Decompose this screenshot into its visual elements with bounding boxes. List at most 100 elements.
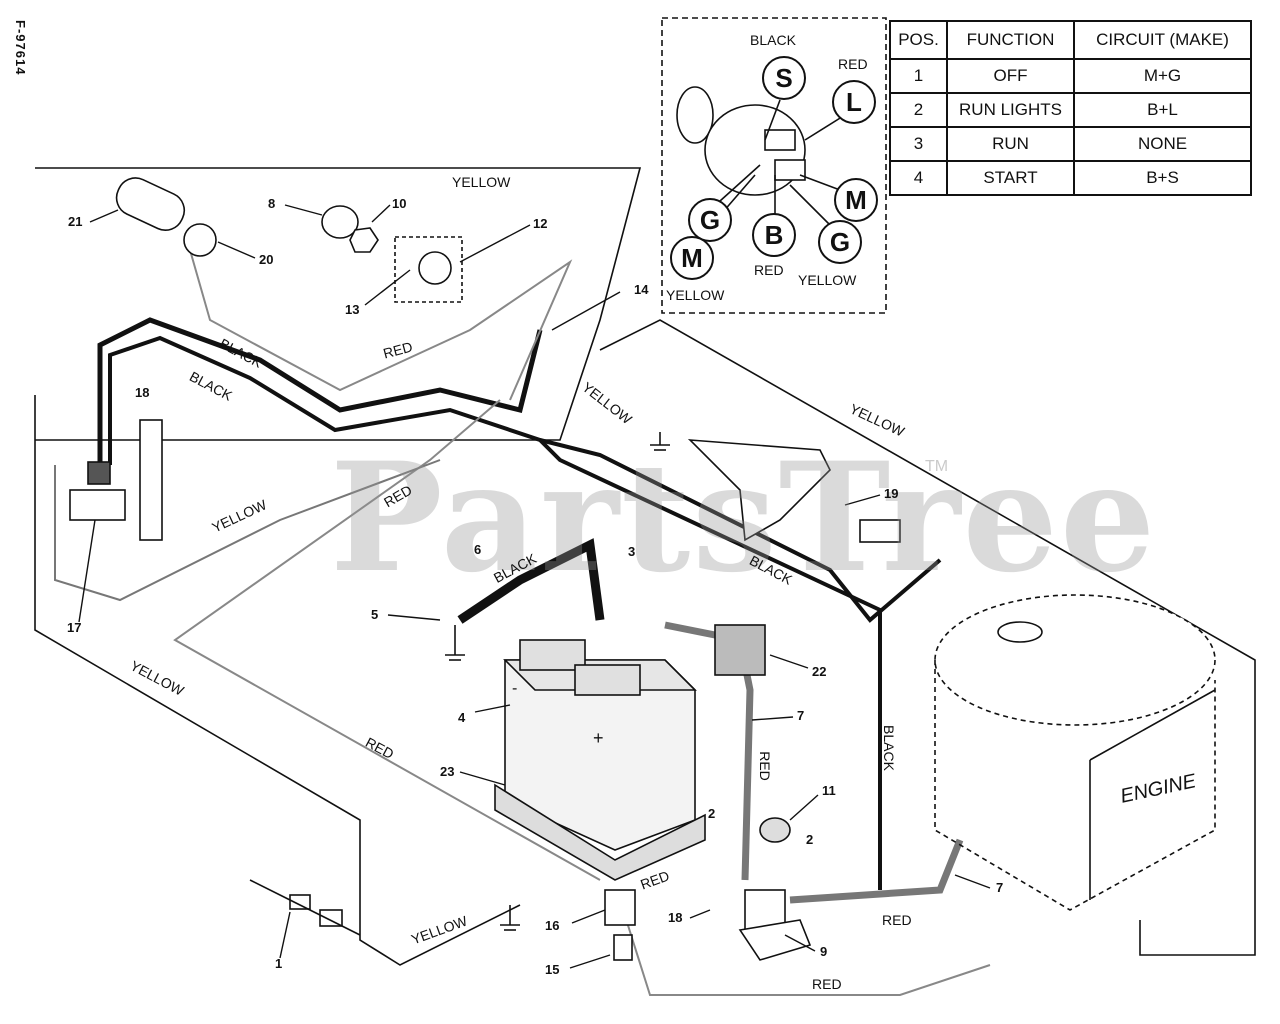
part-number-2-right: 2 — [806, 832, 814, 847]
table-row: 1 OFF M+G — [889, 58, 1252, 94]
wire-label-red-solenoid: RED — [882, 912, 912, 928]
connector-22 — [714, 624, 766, 676]
row-pos: 1 — [889, 58, 948, 94]
terminal-b: B — [752, 213, 796, 257]
nut-8 — [321, 205, 359, 239]
red-wire-upper — [189, 249, 573, 401]
terminal-g-left: G — [688, 198, 732, 242]
red-wire-center — [173, 399, 601, 881]
switch-wire-black: BLACK — [750, 32, 796, 48]
part-number-12: 12 — [533, 216, 548, 231]
red-wire-bottom — [619, 899, 991, 996]
upper-panel-outline — [35, 167, 642, 441]
terminal-m-right: M — [834, 178, 878, 222]
part-number-10: 10 — [392, 196, 407, 211]
terminal-m-left: M — [670, 236, 714, 280]
part-number-3: 3 — [628, 544, 636, 559]
part-number-18-upper: 18 — [135, 385, 150, 400]
switch-wire-red-bottom: RED — [754, 262, 784, 278]
watermark-trademark: TM — [925, 458, 949, 475]
switch-wire-yellow-left: YELLOW — [666, 287, 725, 303]
black-wire-1 — [97, 317, 543, 465]
harness-1 — [249, 879, 361, 936]
switch-detail-inset — [394, 236, 463, 303]
header-circuit: CIRCUIT (MAKE) — [1073, 20, 1252, 60]
engine-drawing — [934, 594, 1216, 911]
plug-19 — [859, 519, 901, 543]
ignition-switch-large — [676, 86, 846, 251]
switch-position-table: POS. FUNCTION CIRCUIT (MAKE) 1 OFF M+G 2… — [889, 20, 1252, 196]
row-function: OFF — [946, 58, 1075, 94]
part-number-20: 20 — [259, 252, 274, 267]
wire-label-black-engine: BLACK — [880, 725, 897, 771]
row-circuit: B+L — [1073, 92, 1252, 128]
part-number-13: 13 — [345, 302, 360, 317]
part-number-6: 6 — [474, 542, 482, 557]
table-header-row: POS. FUNCTION CIRCUIT (MAKE) — [889, 20, 1252, 60]
battery-drawing — [494, 639, 706, 881]
part-number-9: 9 — [820, 944, 828, 959]
connector-17 — [87, 461, 111, 485]
part-number-1: 1 — [275, 956, 283, 971]
part-number-11: 11 — [822, 783, 836, 798]
table-row: 3 RUN NONE — [889, 126, 1252, 162]
fuse-15 — [613, 934, 633, 961]
part-number-5: 5 — [371, 607, 379, 622]
solenoid-9 — [738, 889, 812, 961]
yellow-lower-left-wire — [54, 459, 441, 602]
part-number-2-left: 2 — [708, 806, 716, 821]
part-number-16: 16 — [545, 918, 560, 933]
nut-10 — [349, 227, 379, 253]
part-number-19: 19 — [884, 486, 899, 501]
battery-negative-sign: - — [512, 680, 518, 697]
black-harness — [539, 438, 942, 623]
wire-label-red-bottom: RED — [812, 976, 842, 992]
row-function: START — [946, 160, 1075, 196]
header-function: FUNCTION — [946, 20, 1075, 60]
table-row: 2 RUN LIGHTS B+L — [889, 92, 1252, 128]
headlight-21 — [115, 177, 186, 231]
terminal-s: S — [762, 56, 806, 100]
left-yellow-wire — [34, 395, 521, 966]
row-pos: 2 — [889, 92, 948, 128]
part-number-7-lower: 7 — [996, 880, 1004, 895]
row-circuit: M+G — [1073, 58, 1252, 94]
part-number-8: 8 — [268, 196, 276, 211]
part-number-18-lower: 18 — [668, 910, 683, 925]
cap-11 — [759, 817, 791, 843]
key-switch-small — [418, 251, 452, 285]
part-number-7-upper: 7 — [797, 708, 805, 723]
black-wire-2 — [108, 335, 882, 890]
fuse-holder-16 — [604, 889, 636, 926]
battery-negative-cable — [457, 538, 605, 624]
leader-lines — [78, 204, 991, 969]
row-function: RUN LIGHTS — [946, 92, 1075, 128]
part-number-22: 22 — [812, 664, 827, 679]
part-number-23: 23 — [440, 764, 455, 779]
lamp-socket-20 — [183, 223, 217, 257]
engine-cable — [789, 838, 964, 904]
harness-connector-a — [289, 894, 311, 910]
terminal-l: L — [832, 80, 876, 124]
part-number-4: 4 — [458, 710, 466, 725]
row-pos: 4 — [889, 160, 948, 196]
interlock-switch-17 — [69, 489, 126, 521]
part-number-15: 15 — [545, 962, 560, 977]
part-number-14: 14 — [634, 282, 649, 297]
row-circuit: NONE — [1073, 126, 1252, 162]
row-circuit: B+S — [1073, 160, 1252, 196]
battery-positive-sign: + — [593, 728, 604, 748]
harness-connector-b — [319, 909, 343, 927]
ground-symbols — [445, 432, 670, 931]
row-function: RUN — [946, 126, 1075, 162]
part-number-17: 17 — [67, 620, 82, 635]
row-pos: 3 — [889, 126, 948, 162]
bracket — [687, 439, 831, 542]
part-number-21: 21 — [68, 214, 83, 229]
wire-label-red-cable: RED — [756, 751, 773, 781]
right-yellow-wire — [599, 319, 1256, 956]
header-pos: POS. — [889, 20, 948, 60]
wire-label-yellow-top: YELLOW — [452, 174, 511, 190]
